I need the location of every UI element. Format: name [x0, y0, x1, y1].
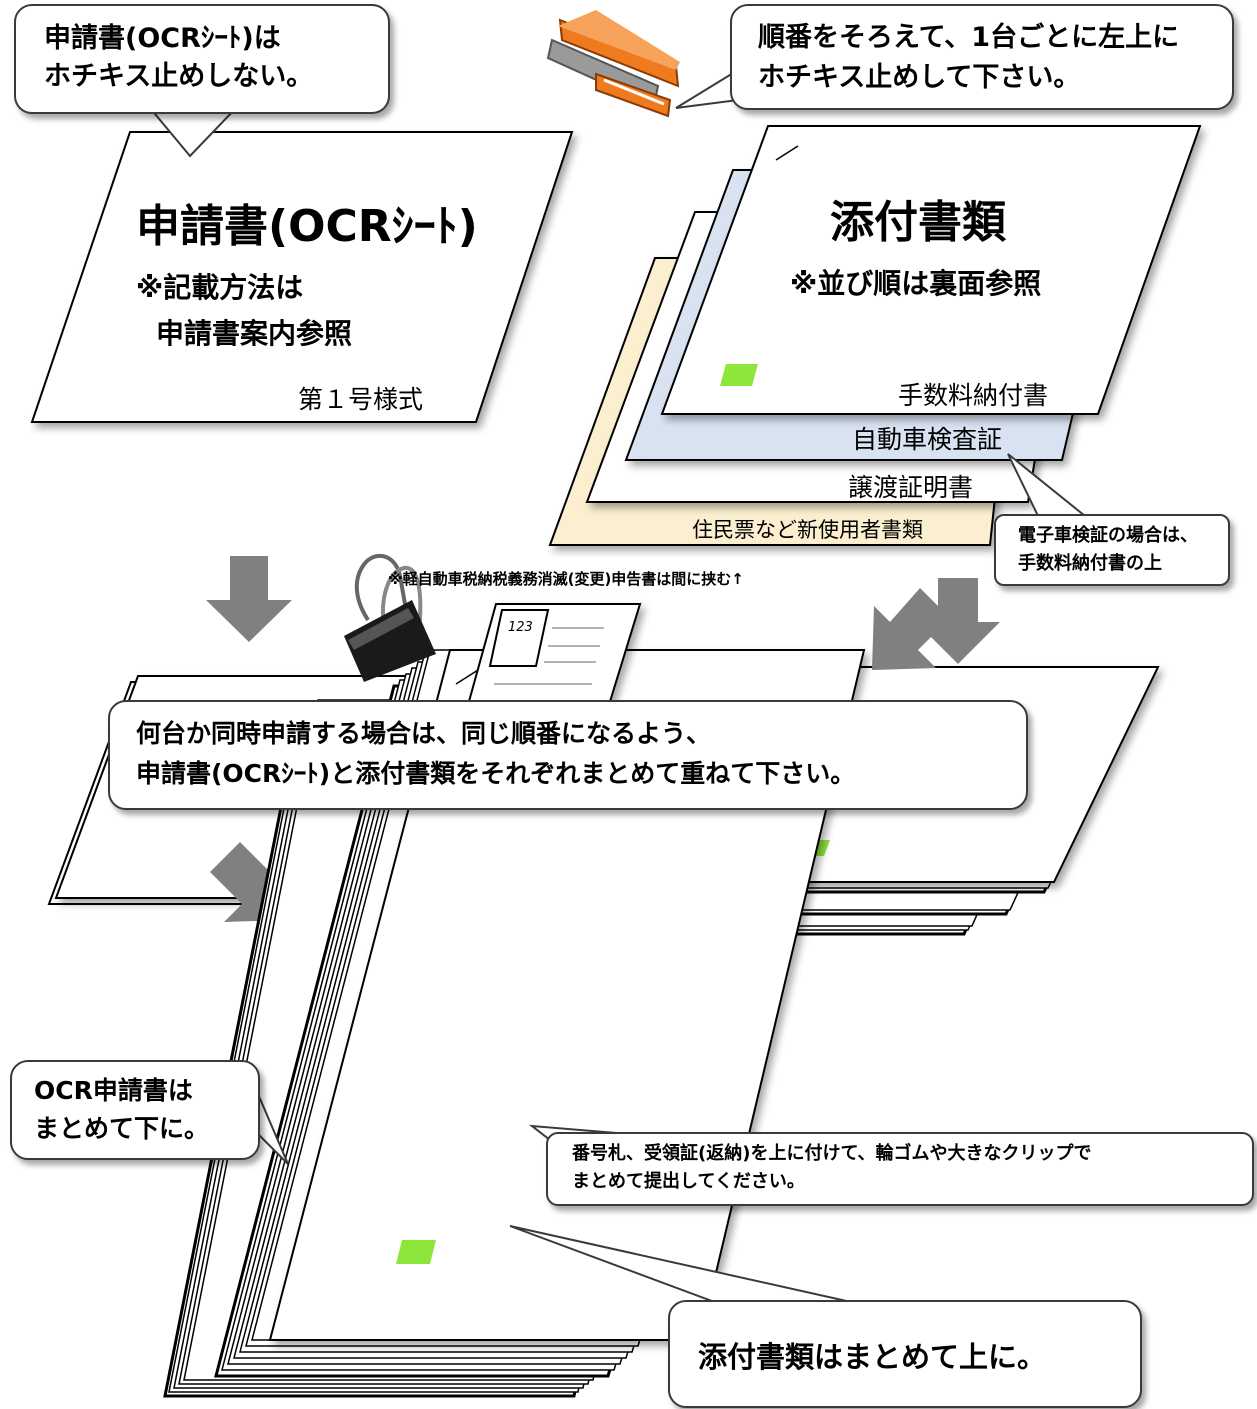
bubble-attach-top: 添付書類はまとめて上に。 [668, 1300, 1142, 1408]
bubble-electronic-text: 電子車検証の場合は、 手数料納付書の上 [1018, 525, 1198, 574]
bubble-staple-each-text: 順番をそろえて、1台ごとに左上に ホチキス止めして下さい。 [758, 22, 1180, 93]
binder-clip-icon [344, 553, 436, 682]
ocr-sheet-title: 申請書(OCRｼｰﾄ) [136, 201, 478, 252]
bubble-ocr-bottom-text: OCR申請書は まとめて下に。 [34, 1076, 210, 1143]
ticket-number: 123 [508, 620, 533, 635]
ocr-sheet-form-no: 第１号様式 [298, 385, 424, 414]
attachments-note: ※並び順は裏面参照 [790, 267, 1042, 300]
doc-transfer-label: 譲渡証明書 [848, 473, 974, 502]
arrow-down-right-icon [916, 578, 1000, 664]
bubble-submit-text: 番号札、受領証(返納)を上に付けて、輪ゴムや大きなクリップで まとめて提出してく… [572, 1143, 1092, 1192]
arrow-down-left-icon [206, 556, 292, 642]
bubble-attach-top-text: 添付書類はまとめて上に。 [698, 1340, 1047, 1374]
bubble-ocr-bottom: OCR申請書は まとめて下に。 [10, 1060, 260, 1160]
doc-fee-label: 手数料納付書 [898, 381, 1049, 410]
bubble-no-staple-text: 申請書(OCRｼｰﾄ)は ホチキス止めしない。 [44, 23, 314, 92]
bubble-submit: 番号札、受領証(返納)を上に付けて、輪ゴムや大きなクリップで まとめて提出してく… [546, 1132, 1254, 1206]
bubble-electronic: 電子車検証の場合は、 手数料納付書の上 [994, 514, 1230, 586]
stapler-icon [546, 10, 680, 118]
attachments-title: 添付書類 [830, 197, 1006, 248]
ocr-sheet-note-line2: 申請書案内参照 [156, 317, 353, 350]
ocr-sheet-note-line1: ※記載方法は [136, 271, 304, 304]
bubble-multiple: 何台か同時申請する場合は、同じ順番になるよう、 申請書(OCRｼｰﾄ)と添付書類… [108, 700, 1028, 810]
arrow-diagonal-left-icon [872, 588, 950, 670]
green-mark [720, 364, 758, 386]
doc-inspection-label: 自動車検査証 [852, 425, 1003, 454]
footnote: ※軽自動車税納税義務消滅(変更)申告書は間に挟む↑ [388, 570, 744, 588]
fee-sheet [660, 125, 1202, 415]
bubble-no-staple: 申請書(OCRｼｰﾄ)は ホチキス止めしない。 [14, 4, 390, 114]
bubble-staple-each: 順番をそろえて、1台ごとに左上に ホチキス止めして下さい。 [730, 4, 1234, 110]
doc-resident-label: 住民票など新使用者書類 [692, 518, 923, 542]
bubble-multiple-text: 何台か同時申請する場合は、同じ順番になるよう、 申請書(OCRｼｰﾄ)と添付書類… [136, 719, 856, 788]
attachment-stack [548, 125, 1202, 546]
ocr-sheet [30, 131, 574, 423]
